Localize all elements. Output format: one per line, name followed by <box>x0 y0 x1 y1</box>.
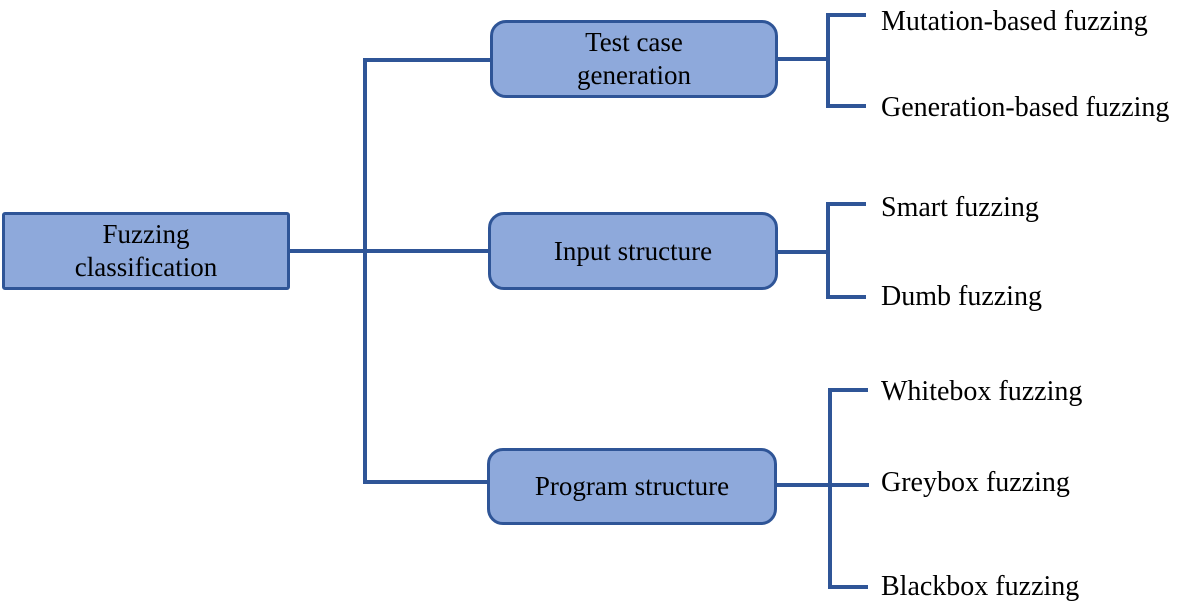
tick-whitebox <box>828 388 868 392</box>
connector-program-to-greybox <box>775 483 869 487</box>
tick-mutation-based <box>826 13 866 17</box>
tick-blackbox <box>828 585 868 589</box>
leaf-label-dumb-fuzzing: Dumb fuzzing <box>881 281 1042 312</box>
leaf-label-mutation-based-fuzzing: Mutation-based fuzzing <box>881 6 1148 37</box>
leaf-label-smart-fuzzing: Smart fuzzing <box>881 192 1039 223</box>
bracket-input-vertical <box>826 202 830 299</box>
tick-smart <box>826 202 866 206</box>
bracket-program-vertical <box>828 388 832 589</box>
connector-input-to-bracket <box>776 250 828 254</box>
tick-dumb <box>826 295 866 299</box>
connector-trunk-vertical <box>363 58 367 484</box>
connector-test-case-to-bracket <box>776 57 828 61</box>
bracket-test-case-vertical <box>826 13 830 108</box>
leaf-label-generation-based-fuzzing: Generation-based fuzzing <box>881 92 1170 123</box>
tick-generation-based <box>826 104 866 108</box>
leaf-label-greybox-fuzzing: Greybox fuzzing <box>881 467 1070 498</box>
leaf-label-whitebox-fuzzing: Whitebox fuzzing <box>881 376 1083 407</box>
connector-root-to-input-structure <box>290 249 488 253</box>
connector-trunk-to-test-case <box>365 58 490 62</box>
branch-node-program-structure: Program structure <box>487 448 777 525</box>
branch-node-input-structure: Input structure <box>488 212 778 290</box>
leaf-label-blackbox-fuzzing: Blackbox fuzzing <box>881 571 1080 602</box>
connector-trunk-to-program <box>365 480 487 484</box>
